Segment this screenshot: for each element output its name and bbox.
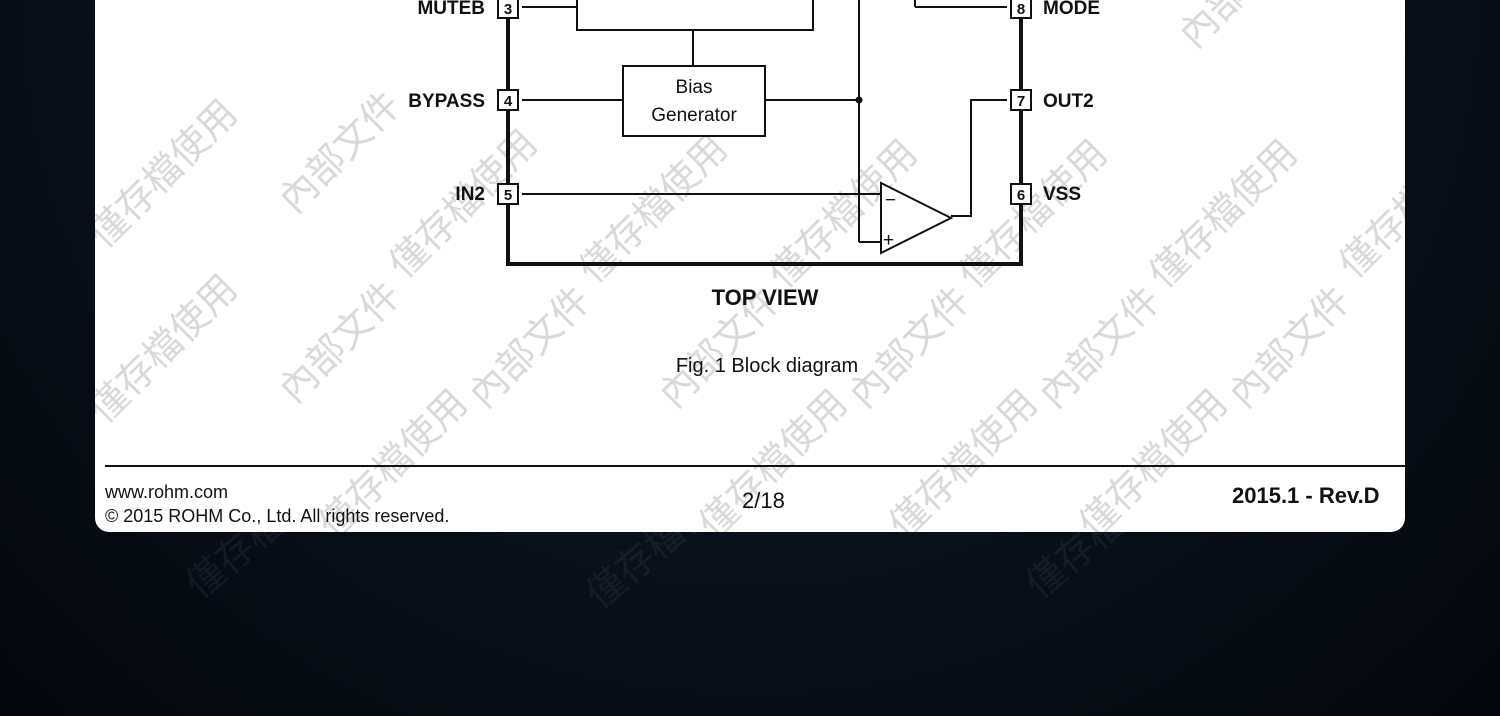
website-link[interactable]: www.rohm.com [105, 482, 229, 502]
pin-label: MUTEB [417, 0, 485, 19]
watermark-text: 僅存檔使用 [1070, 381, 1235, 532]
pin-5: 5 IN2 [455, 183, 519, 205]
pin-number: 5 [504, 187, 512, 204]
watermark-text: 內部文件 [1030, 278, 1169, 417]
page-number: 2/18 [742, 488, 785, 513]
logic-block [576, 0, 814, 31]
out2-wire [951, 99, 1007, 217]
block-diagram: 僅存檔使用 僅存檔使用 內部文件 內部文件 僅存檔使用 內部文件 僅存檔使用 內… [95, 0, 1405, 532]
document-page: 僅存檔使用 僅存檔使用 內部文件 內部文件 僅存檔使用 內部文件 僅存檔使用 內… [95, 0, 1405, 532]
pin-number: 6 [1017, 187, 1025, 204]
watermark-text: 僅存檔使用 [95, 91, 246, 256]
copyright-text: © 2015 ROHM Co., Ltd. All rights reserve… [105, 506, 450, 526]
bias-label: Bias [676, 77, 713, 98]
watermark-text: 內部文件 [840, 278, 979, 417]
watermark-text: 僅存檔使用 [570, 126, 735, 291]
watermark-text: 內部文件 [1170, 0, 1309, 56]
watermark-text: 僅存檔使用 [880, 381, 1045, 532]
revision-label: 2015.1 - Rev.D [1232, 483, 1380, 508]
pin-3: 3 MUTEB [417, 0, 519, 19]
pin-4: 4 BYPASS [408, 89, 519, 112]
junction-dot [855, 96, 863, 104]
pin-number: 4 [504, 93, 513, 110]
pin-label: VSS [1043, 184, 1081, 205]
footer-left: www.rohm.com © 2015 ROHM Co., Ltd. All r… [105, 480, 449, 528]
bias-generator-box: Bias Generator [622, 65, 766, 137]
top-view-label: TOP VIEW [712, 285, 819, 310]
opamp-plus: + [883, 230, 894, 251]
watermark-text: 內部文件 [270, 83, 409, 222]
pin-label: OUT2 [1043, 91, 1094, 112]
watermark-text: 僅存檔使用 [1330, 121, 1405, 286]
opamp-symbol: − + [880, 181, 954, 255]
generator-label: Generator [651, 105, 737, 126]
watermark-text: 內部文件 [460, 278, 599, 417]
watermark-text: 僅存檔使用 [950, 131, 1115, 296]
watermark-text: 內部文件 [1220, 278, 1359, 417]
figure-caption: Fig. 1 Block diagram [676, 355, 858, 377]
footer-divider [105, 465, 1405, 467]
pin-7: 7 OUT2 [1010, 89, 1094, 112]
pin-6: 6 VSS [1010, 183, 1081, 205]
watermark-text: 僅存檔使用 [1140, 131, 1305, 296]
pin-number: 3 [504, 1, 512, 18]
pin-number: 7 [1017, 93, 1025, 110]
pin-number: 8 [1017, 1, 1025, 18]
pin-label: IN2 [455, 184, 485, 205]
pin-8: 8 MODE [1010, 0, 1100, 19]
watermark-text: 內部文件 [270, 273, 409, 412]
pin-label: BYPASS [408, 91, 485, 112]
pin-label: MODE [1043, 0, 1100, 19]
watermark-text: 僅存檔使用 [95, 266, 246, 431]
opamp-minus: − [885, 190, 896, 211]
